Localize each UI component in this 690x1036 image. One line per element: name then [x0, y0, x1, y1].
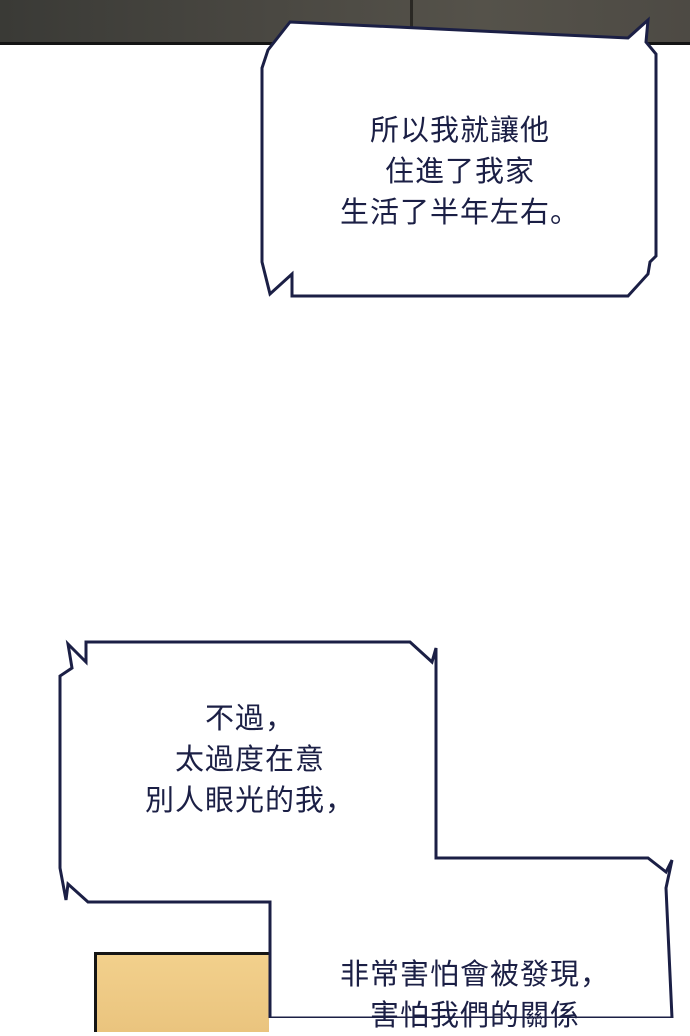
bubble-1-line: 生活了半年左右。	[339, 195, 580, 229]
speech-bubble-1-outline	[260, 16, 658, 298]
bubble-2-line: 太過度在意	[174, 742, 325, 776]
speech-bubble-3-text: 非常害怕會被發現， 害怕我們的關係	[300, 954, 650, 1036]
bubble-1-line: 住進了我家	[384, 154, 535, 188]
bubble-2-line: 不過，	[204, 701, 295, 735]
bubble-2-line: 別人眼光的我，	[144, 783, 355, 817]
bubble-1-line: 所以我就讓他	[369, 113, 550, 147]
speech-bubble-2-outline	[58, 639, 674, 1018]
bubble-3-line: 害怕我們的關係	[369, 998, 580, 1032]
speech-bubble-2-text: 不過， 太過度在意 別人眼光的我，	[100, 698, 400, 821]
bubble-3-line: 非常害怕會被發現，	[339, 957, 610, 991]
panel-seam	[410, 0, 413, 42]
speech-bubble-1-text: 所以我就讓他 住進了我家 生活了半年左右。	[300, 110, 620, 233]
